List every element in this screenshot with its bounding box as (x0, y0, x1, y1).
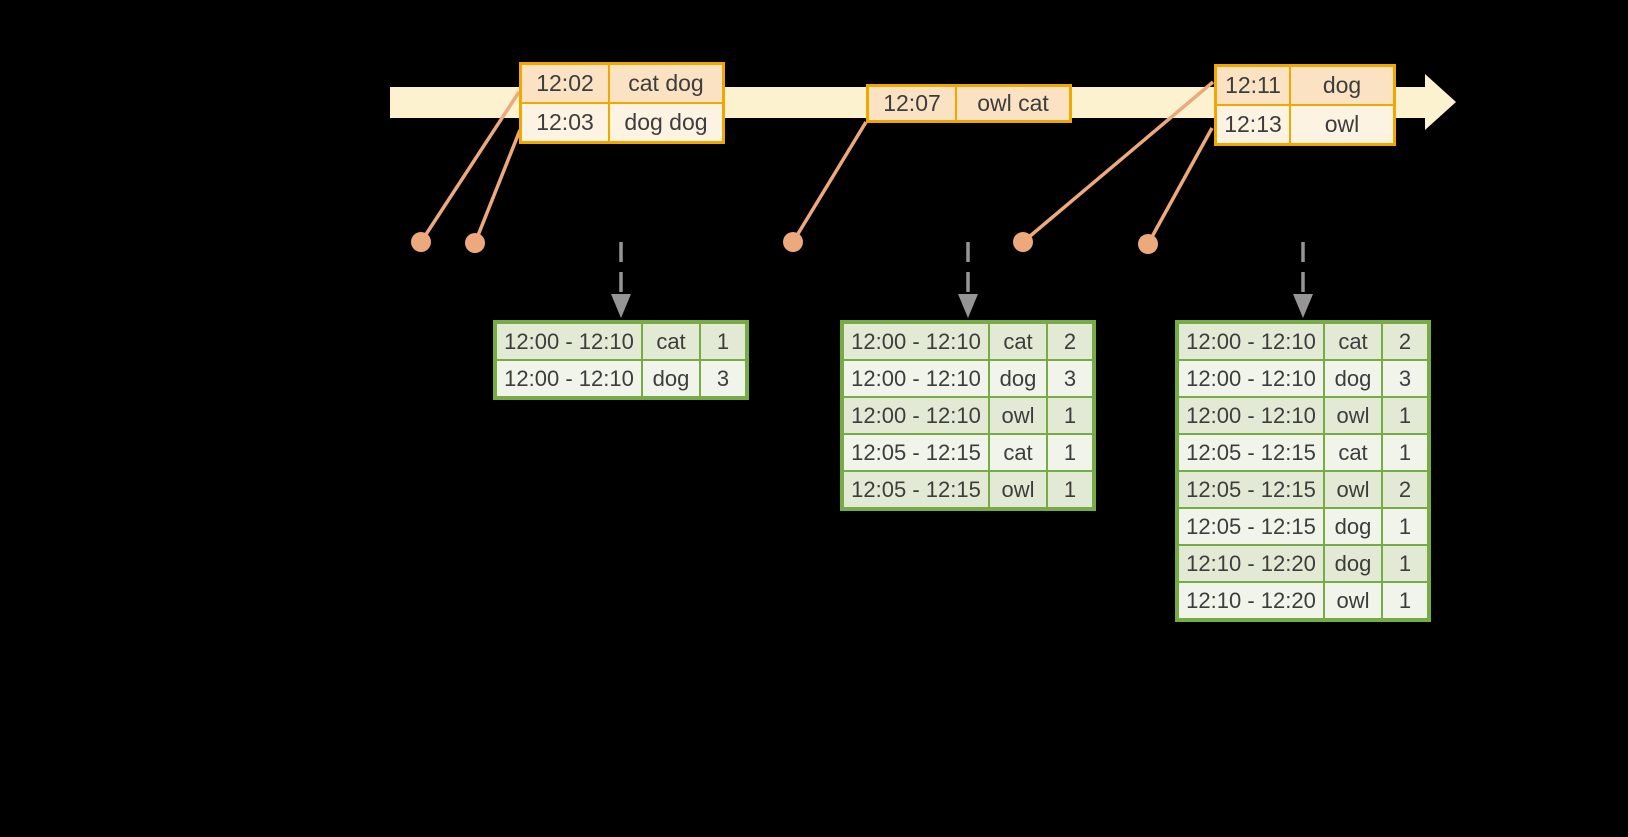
trigger-arrows (611, 242, 1313, 318)
trigger-arrowhead-icon (1293, 294, 1313, 318)
event-dot (783, 232, 803, 252)
trigger-arrowhead-icon (958, 294, 978, 318)
event-dots (411, 232, 1158, 254)
result-count: 1 (1383, 398, 1427, 433)
result-table-3: 12:00 - 12:10 cat 2 12:00 - 12:10 dog 3 … (1175, 320, 1431, 622)
result-table-1: 12:00 - 12:10 cat 1 12:00 - 12:10 dog 3 (493, 320, 749, 400)
result-window: 12:05 - 12:15 (844, 472, 988, 507)
event-table-2: 12:07 owl cat (866, 84, 1072, 123)
result-table-2: 12:00 - 12:10 cat 2 12:00 - 12:10 dog 3 … (840, 320, 1096, 511)
event-dot (1013, 232, 1033, 252)
result-word: owl (990, 472, 1046, 507)
result-count: 1 (1048, 472, 1092, 507)
result-window: 12:00 - 12:10 (1179, 398, 1323, 433)
result-word: owl (1325, 472, 1381, 507)
result-word: owl (1325, 398, 1381, 433)
result-word: owl (1325, 583, 1381, 618)
event-table-1: 12:02 cat dog 12:03 dog dog (519, 62, 725, 144)
event-dot (1138, 234, 1158, 254)
timeline-arrowhead-icon (1425, 74, 1456, 130)
event-connector-line (419, 91, 521, 243)
result-count: 2 (1383, 324, 1427, 359)
result-window: 12:10 - 12:20 (1179, 546, 1323, 581)
result-count: 1 (1048, 435, 1092, 470)
result-count: 1 (1048, 398, 1092, 433)
result-window: 12:00 - 12:10 (844, 324, 988, 359)
result-window: 12:10 - 12:20 (1179, 583, 1323, 618)
result-count: 3 (1048, 361, 1092, 396)
result-word: dog (643, 361, 699, 396)
result-count: 1 (1383, 546, 1427, 581)
event-dot (465, 233, 485, 253)
event-connector-line (1146, 127, 1214, 245)
event-connector-line (1021, 80, 1215, 244)
result-count: 3 (1383, 361, 1427, 396)
event-time: 12:11 (1217, 67, 1289, 104)
result-window: 12:05 - 12:15 (844, 435, 988, 470)
event-time: 12:02 (522, 65, 608, 102)
event-time: 12:13 (1217, 106, 1289, 143)
event-table-3: 12:11 dog 12:13 owl (1214, 64, 1396, 146)
event-words: owl cat (957, 87, 1069, 120)
result-window: 12:00 - 12:10 (844, 398, 988, 433)
result-word: cat (643, 324, 699, 359)
result-word: dog (1325, 546, 1381, 581)
event-connector-lines (419, 80, 1215, 245)
result-window: 12:05 - 12:15 (1179, 509, 1323, 544)
event-words: owl (1291, 106, 1393, 143)
result-count: 1 (701, 324, 745, 359)
result-word: owl (990, 398, 1046, 433)
event-connector-line (473, 129, 522, 244)
result-count: 2 (1048, 324, 1092, 359)
result-count: 1 (1383, 435, 1427, 470)
result-window: 12:00 - 12:10 (497, 324, 641, 359)
event-dot (411, 232, 431, 252)
result-word: dog (1325, 509, 1381, 544)
result-count: 2 (1383, 472, 1427, 507)
event-connector-line (791, 121, 868, 243)
result-window: 12:00 - 12:10 (497, 361, 641, 396)
result-window: 12:05 - 12:15 (1179, 472, 1323, 507)
result-count: 3 (701, 361, 745, 396)
trigger-arrowhead-icon (611, 294, 631, 318)
result-word: dog (1325, 361, 1381, 396)
result-word: cat (990, 324, 1046, 359)
result-word: cat (990, 435, 1046, 470)
result-window: 12:00 - 12:10 (1179, 324, 1323, 359)
event-words: dog dog (610, 104, 722, 141)
event-time: 12:03 (522, 104, 608, 141)
event-time: 12:07 (869, 87, 955, 120)
event-words: dog (1291, 67, 1393, 104)
result-word: dog (990, 361, 1046, 396)
event-words: cat dog (610, 65, 722, 102)
result-word: cat (1325, 435, 1381, 470)
result-count: 1 (1383, 509, 1427, 544)
result-count: 1 (1383, 583, 1427, 618)
result-word: cat (1325, 324, 1381, 359)
result-window: 12:00 - 12:10 (844, 361, 988, 396)
result-window: 12:00 - 12:10 (1179, 361, 1323, 396)
result-window: 12:05 - 12:15 (1179, 435, 1323, 470)
